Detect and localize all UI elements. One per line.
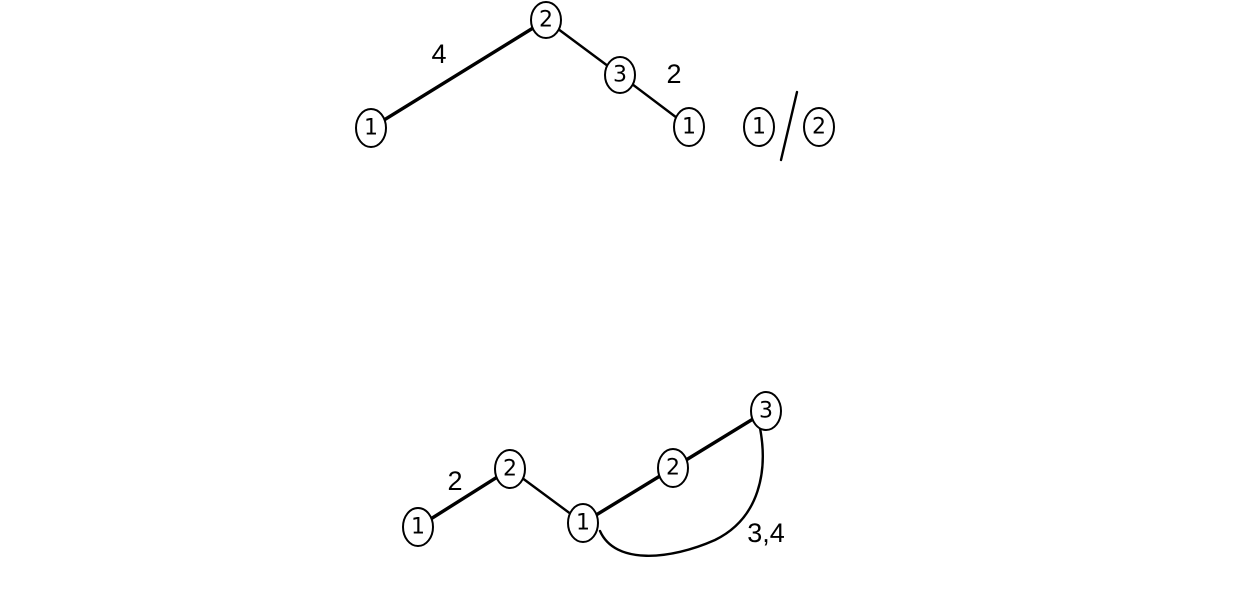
bottom-node-a: 1 <box>402 507 434 547</box>
top-edge-label-right: 2 <box>666 59 681 89</box>
svg-text:3: 3 <box>759 399 773 424</box>
fraction-numerator: 1 <box>743 107 775 147</box>
bottom-node-b: 2 <box>494 449 526 489</box>
bottom-graph: 2 3,4 1 2 1 2 3 <box>402 391 785 557</box>
bottom-node-d: 2 <box>657 448 689 488</box>
top-node-c: 3 <box>604 56 636 94</box>
top-node-b: 2 <box>530 1 562 39</box>
svg-text:3: 3 <box>613 63 627 88</box>
bottom-edge-1-2 <box>416 467 512 529</box>
svg-text:2: 2 <box>539 8 553 33</box>
svg-text:2: 2 <box>503 457 517 482</box>
svg-text:1: 1 <box>752 115 766 140</box>
top-edge-label-left: 4 <box>431 39 446 69</box>
svg-text:1: 1 <box>364 116 378 141</box>
top-fraction: 1 2 <box>743 90 835 162</box>
bottom-edge-1-2b <box>581 466 675 525</box>
top-node-d: 1 <box>673 107 705 147</box>
top-node-a: 1 <box>355 108 387 148</box>
bottom-edge-label-left: 2 <box>447 466 462 496</box>
svg-text:1: 1 <box>576 511 590 536</box>
svg-text:2: 2 <box>666 456 680 481</box>
svg-text:2: 2 <box>812 115 826 140</box>
fraction-slash <box>779 90 799 162</box>
svg-text:1: 1 <box>411 515 425 540</box>
bottom-node-c: 1 <box>567 503 599 543</box>
fraction-denominator: 2 <box>803 107 835 147</box>
bottom-arc-1-3 <box>598 426 764 557</box>
bottom-edge-2b-3 <box>671 409 768 470</box>
bottom-node-e: 3 <box>750 391 782 431</box>
bottom-edge-label-arc: 3,4 <box>747 518 785 548</box>
top-graph: 4 2 1 2 3 1 1 2 <box>355 1 835 162</box>
top-edge-1-2 <box>369 18 548 130</box>
svg-text:1: 1 <box>682 115 696 140</box>
